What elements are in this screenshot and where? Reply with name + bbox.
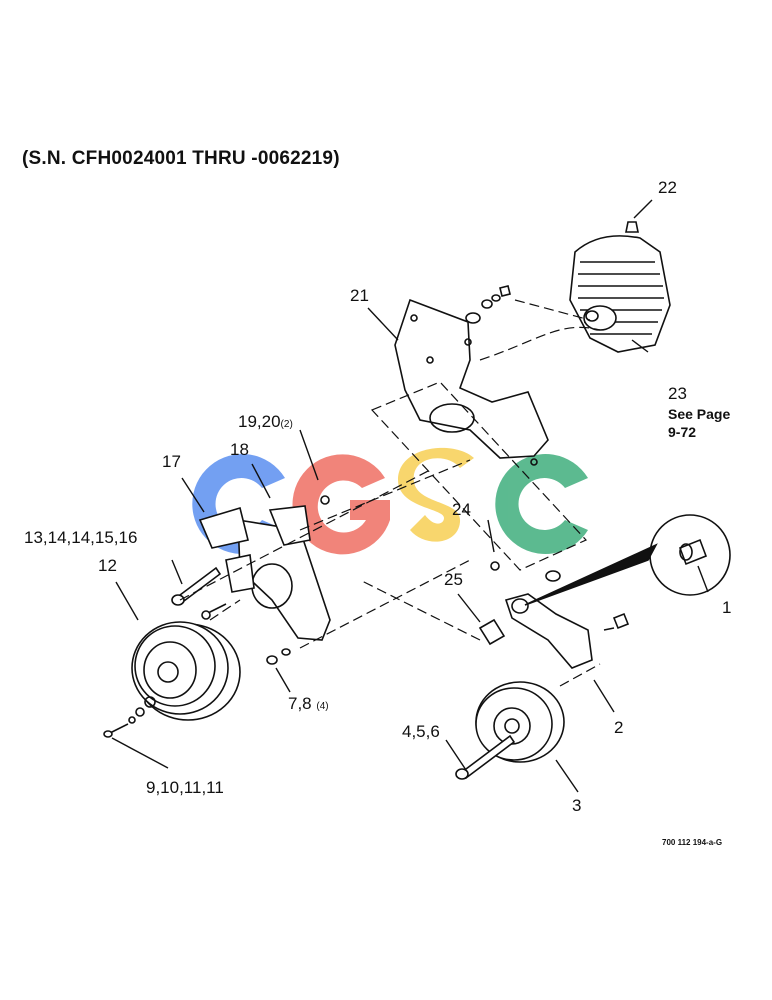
- callout-13-16: 13,14,14,15,16: [24, 528, 138, 547]
- callout-1: 1: [722, 598, 732, 617]
- callout-4-5-6: 4,5,6: [402, 722, 440, 741]
- callout-24: 24: [452, 500, 471, 519]
- pulley-12-shape: [131, 621, 241, 721]
- see-page-number: 9-72: [668, 424, 697, 440]
- idler-pulley-3-shape: [475, 681, 565, 763]
- page-title: (S.N. CFH0024001 THRU -0062219): [22, 148, 340, 169]
- see-page-label: See Page: [668, 406, 731, 422]
- callout-7-8-qty: (4): [316, 701, 329, 712]
- motor-23-shape: [569, 235, 671, 353]
- callout-2: 2: [614, 718, 624, 737]
- callout-19-20-qty: (2): [280, 419, 293, 430]
- callout-19-20: 19,20(2): [238, 412, 293, 432]
- callout-7-8-text: 7,8: [288, 694, 312, 713]
- callout-19-20-text: 19,20: [238, 412, 281, 431]
- callout-23: 23: [668, 384, 687, 403]
- drawing-code: 700 112 194-a-G: [662, 838, 723, 847]
- callout-7-8: 7,8 (4): [288, 694, 329, 714]
- callout-3: 3: [572, 796, 582, 815]
- callout-9-11: 9,10,11,11: [146, 778, 224, 797]
- callout-18: 18: [230, 440, 249, 459]
- callout-17: 17: [162, 452, 181, 471]
- idler-arm-2-shape: [504, 593, 593, 669]
- callout-25: 25: [444, 570, 463, 589]
- callout-12: 12: [98, 556, 117, 575]
- callout-21: 21: [350, 286, 369, 305]
- callout-22: 22: [658, 178, 677, 197]
